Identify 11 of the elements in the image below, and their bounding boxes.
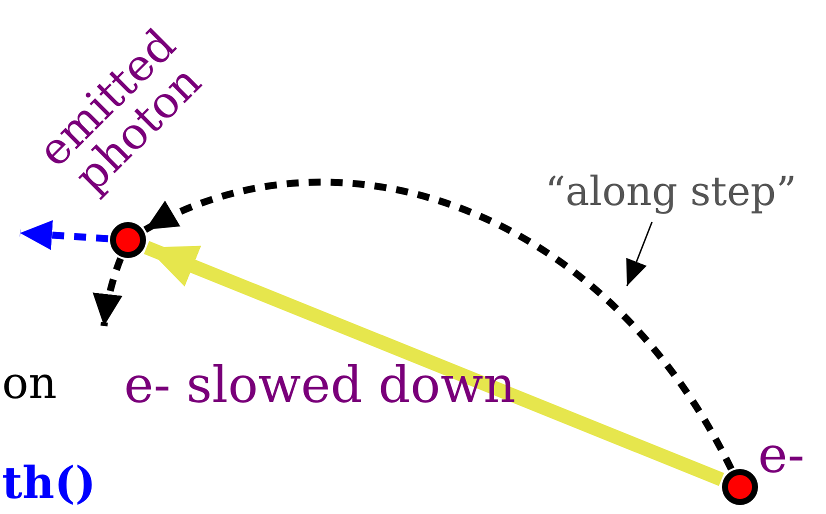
code-fragment: th() bbox=[2, 462, 96, 506]
text-fragment: on bbox=[2, 362, 57, 406]
arrow bbox=[144, 241, 724, 486]
arrow bbox=[144, 180, 734, 471]
leader-line bbox=[626, 222, 653, 286]
arrow bbox=[92, 257, 124, 326]
callout-text: “along step” bbox=[545, 172, 797, 212]
arrow bbox=[20, 220, 108, 250]
particle-label: e- bbox=[758, 430, 804, 480]
particle-dot bbox=[110, 222, 146, 258]
particle-dot bbox=[722, 469, 758, 505]
